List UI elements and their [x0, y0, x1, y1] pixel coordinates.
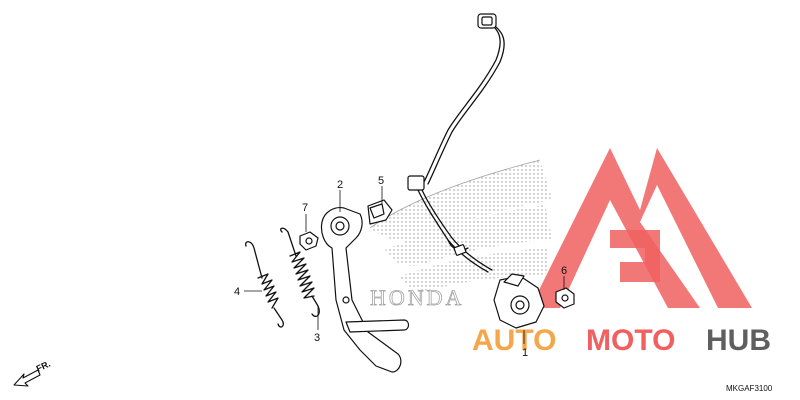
callout-6: 6: [561, 265, 567, 277]
diagram-code: MKGAF3100: [726, 384, 773, 393]
callout-4: 4: [234, 286, 240, 298]
honda-wordmark: HONDA: [370, 285, 464, 310]
logo-inner-shape: [610, 230, 660, 282]
side-stand-switch-part: [407, 13, 545, 329]
honda-wing-watermark: HONDA: [370, 159, 552, 310]
bolt-part: [367, 199, 393, 225]
logo-triangle-mark: [530, 148, 752, 308]
logo-word-hub: HUB: [706, 324, 771, 357]
automotohub-logo: AUTO MOTO HUB: [472, 148, 771, 357]
nut-part: [555, 287, 575, 309]
side-stand-part: [320, 207, 410, 373]
leader-lines: [244, 186, 565, 344]
front-direction-label: FR.: [35, 359, 52, 374]
callout-7: 7: [302, 202, 308, 214]
logo-word-auto: AUTO: [472, 324, 556, 357]
callout-2: 2: [337, 179, 343, 191]
front-direction-indicator: FR.: [13, 359, 52, 387]
front-arrow-icon: [13, 369, 41, 387]
callout-5: 5: [378, 175, 384, 187]
nut-part-small: [299, 231, 319, 251]
callout-1: 1: [522, 347, 528, 359]
spring-part: [245, 241, 284, 328]
callout-3: 3: [314, 332, 320, 344]
logo-word-moto: MOTO: [586, 324, 675, 357]
